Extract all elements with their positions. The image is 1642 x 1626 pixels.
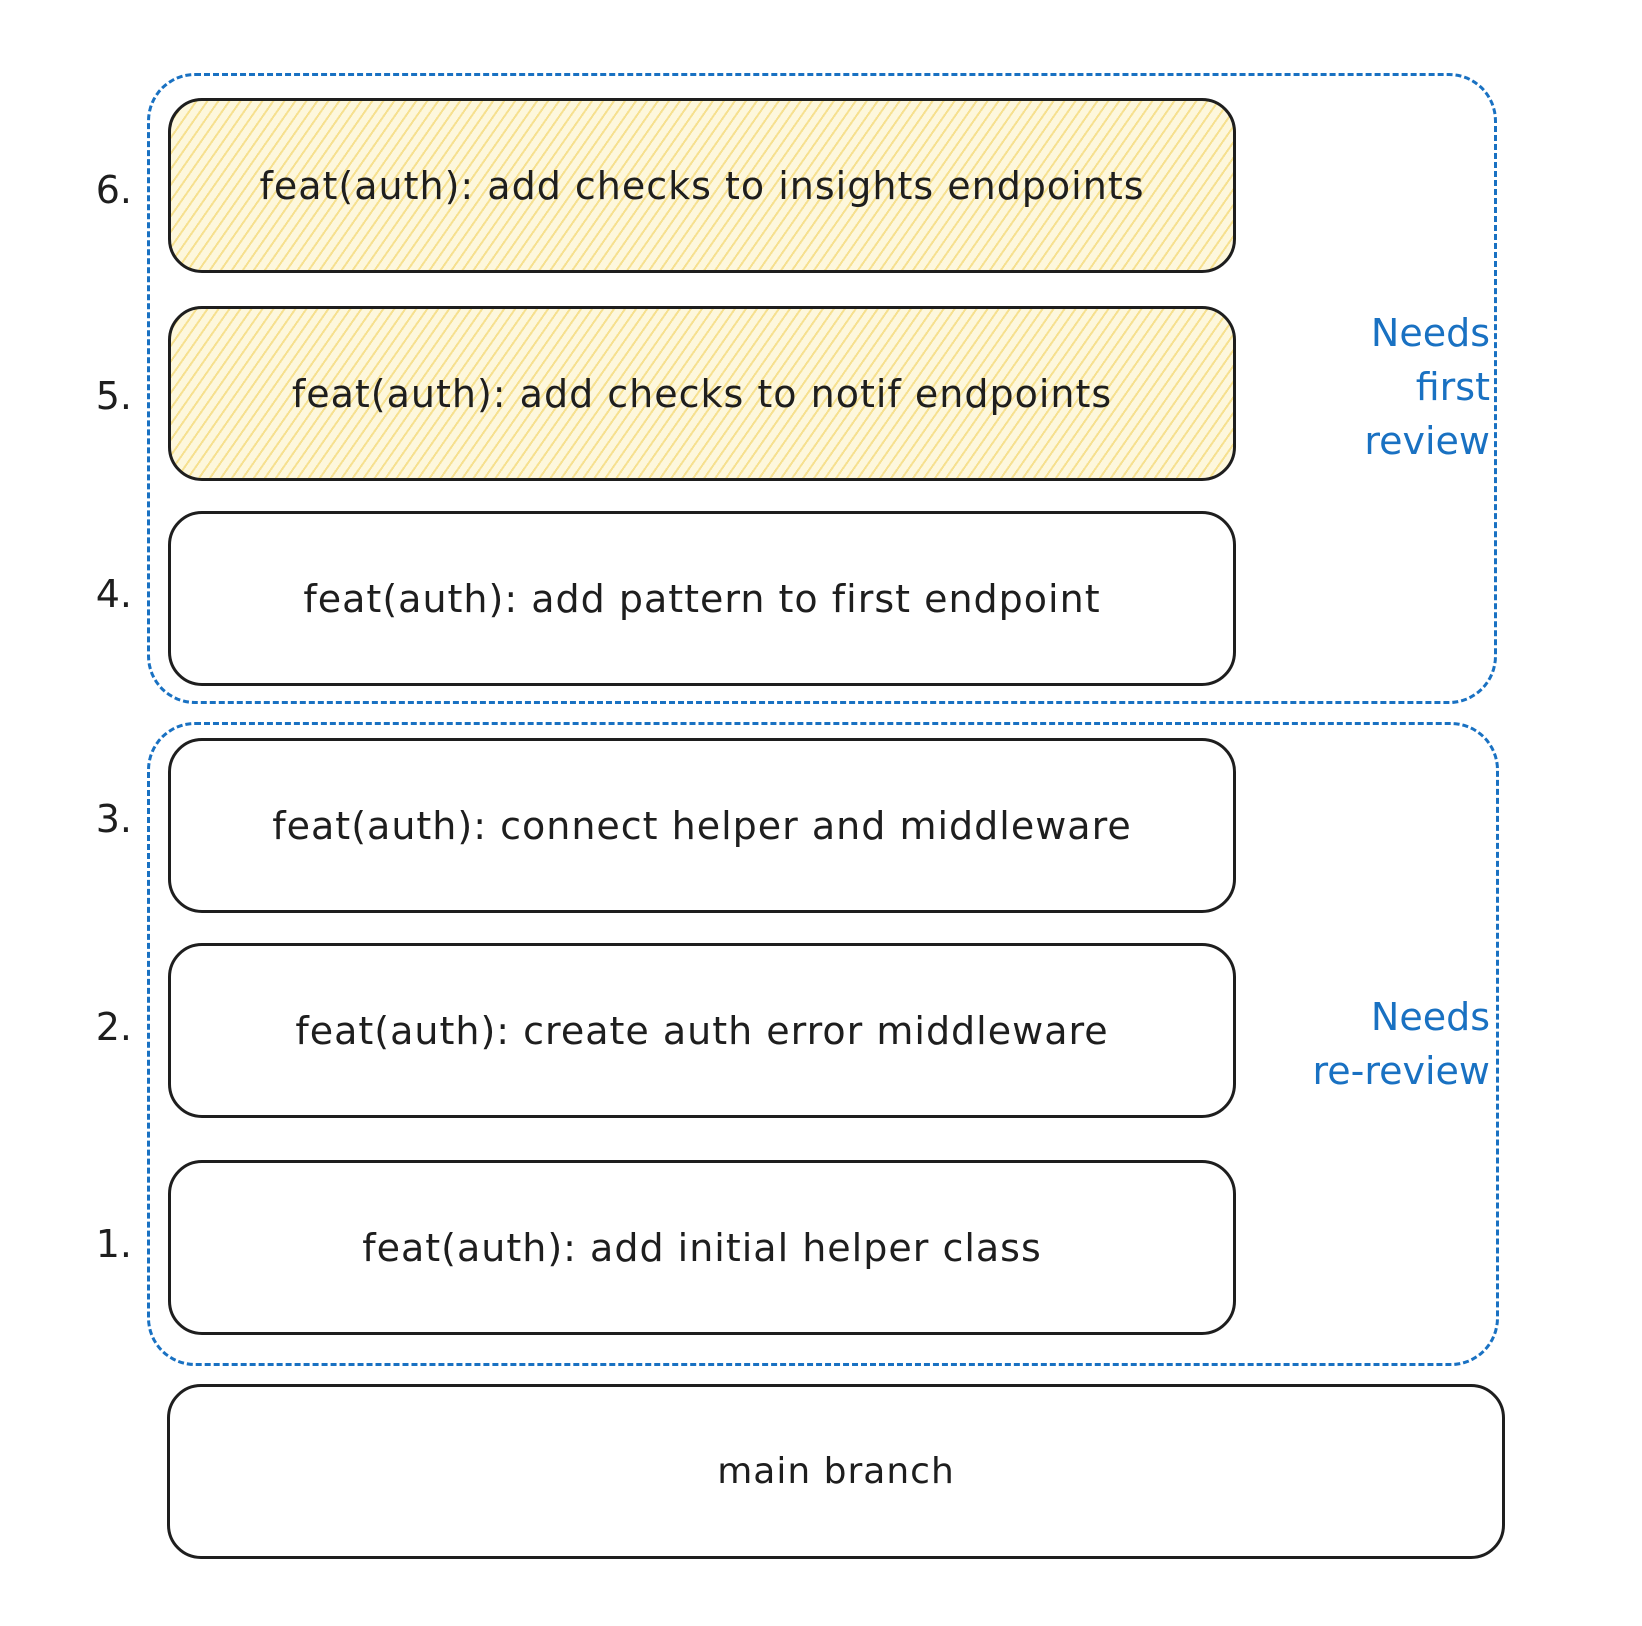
commit-message-4: feat(auth): add pattern to first endpoin… [303, 576, 1101, 621]
commit-message-1: feat(auth): add initial helper class [362, 1225, 1042, 1270]
commit-number-1: 1. [95, 1222, 132, 1266]
commit-number-3: 3. [95, 797, 132, 841]
commit-box-4: feat(auth): add pattern to first endpoin… [168, 511, 1236, 686]
commit-number-6: 6. [95, 168, 132, 212]
commit-number-5: 5. [95, 374, 132, 418]
needs-re-review-group [147, 722, 1499, 1366]
commit-message-2: feat(auth): create auth error middleware [295, 1008, 1109, 1053]
commit-box-1: feat(auth): add initial helper class [168, 1160, 1236, 1335]
commit-box-2: feat(auth): create auth error middleware [168, 943, 1236, 1118]
main-branch-label: main branch [717, 1451, 955, 1492]
commit-message-5: feat(auth): add checks to notif endpoint… [291, 371, 1113, 416]
main-branch-box: main branch [167, 1384, 1505, 1559]
commit-box-6: feat(auth): add checks to insights endpo… [168, 98, 1236, 273]
commit-box-5: feat(auth): add checks to notif endpoint… [168, 306, 1236, 481]
commit-message-3: feat(auth): connect helper and middlewar… [272, 803, 1132, 848]
commit-message-6: feat(auth): add checks to insights endpo… [259, 163, 1145, 208]
commit-box-3: feat(auth): connect helper and middlewar… [168, 738, 1236, 913]
needs-first-review-group [147, 73, 1497, 704]
commit-number-2: 2. [95, 1005, 132, 1049]
commit-number-4: 4. [95, 572, 132, 616]
